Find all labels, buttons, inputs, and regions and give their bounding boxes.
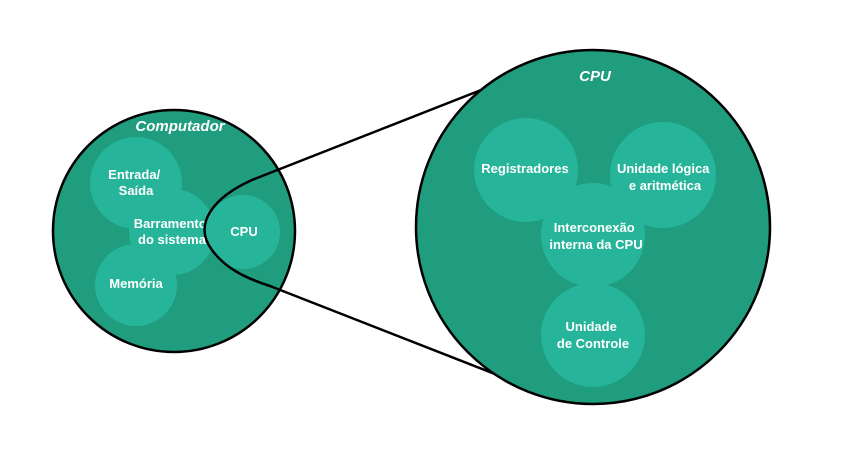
ula-circle xyxy=(610,122,716,228)
barramento-circle xyxy=(129,189,215,275)
zoom-connector xyxy=(203,70,528,385)
cpu-small-label: CPU xyxy=(230,224,257,239)
entrada-saida-line-2: Saída xyxy=(119,183,154,198)
cpu-detail-title: CPU xyxy=(579,68,612,85)
barramento-label: Barramento do sistema xyxy=(134,216,211,247)
entrada-saida-line-1: Entrada/ xyxy=(108,167,160,182)
controle-label: Unidade de Controle xyxy=(557,319,629,351)
ula-line-1: Unidade lógica xyxy=(617,161,710,176)
interconexao-circle xyxy=(541,183,645,287)
interconexao-line-2: interna da CPU xyxy=(549,237,642,252)
controle-line-2: de Controle xyxy=(557,336,629,351)
interconexao-line-1: Interconexão xyxy=(554,220,635,235)
computer-title: Computador xyxy=(135,118,225,135)
memoria-label: Memória xyxy=(109,276,163,291)
barramento-line-2: do sistema xyxy=(138,232,207,247)
registradores-label: Registradores xyxy=(481,161,568,176)
ula-label: Unidade lógica e aritmética xyxy=(617,161,713,193)
entrada-saida-label: Entrada/ Saída xyxy=(108,167,164,198)
cpu-small-circle xyxy=(206,195,280,269)
cpu-detail-group: CPU Registradores Unidade lógica e aritm… xyxy=(414,48,772,406)
ula-line-2: e aritmética xyxy=(629,178,702,193)
controle-circle xyxy=(541,283,645,387)
interconexao-label: Interconexão interna da CPU xyxy=(549,220,642,252)
controle-line-1: Unidade xyxy=(566,319,617,334)
registradores-circle xyxy=(474,118,578,222)
barramento-line-1: Barramento xyxy=(134,216,207,231)
computer-group: Computador Entrada/ Saída Barramento do … xyxy=(51,108,297,354)
